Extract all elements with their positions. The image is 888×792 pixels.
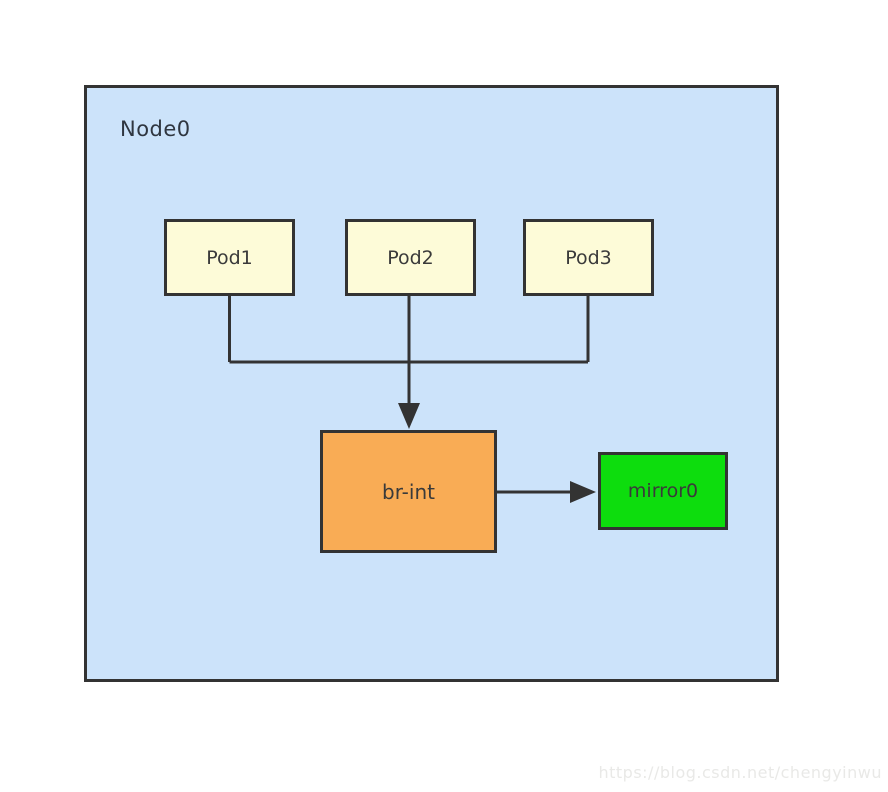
mirror0-label: mirror0 xyxy=(627,480,699,502)
mirror0-box: mirror0 xyxy=(598,452,728,530)
pod2-label: Pod2 xyxy=(387,246,434,269)
br-int-label: br-int xyxy=(382,479,435,504)
watermark-text: https://blog.csdn.net/chengyinwu xyxy=(598,763,882,782)
br-int-box: br-int xyxy=(320,430,497,553)
pod1-box: Pod1 xyxy=(164,219,295,296)
node0-label: Node0 xyxy=(120,117,191,141)
node0-container: Node0 xyxy=(84,85,779,682)
pod3-label: Pod3 xyxy=(565,246,612,269)
pod3-box: Pod3 xyxy=(523,219,654,296)
pod1-label: Pod1 xyxy=(206,246,253,269)
pod2-box: Pod2 xyxy=(345,219,476,296)
